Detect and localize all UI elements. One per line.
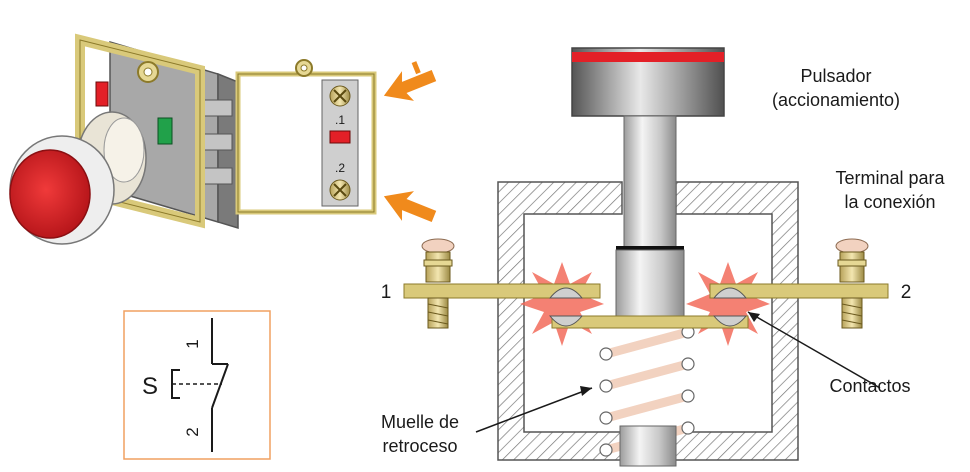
symbol-number-bottom: 2 — [183, 427, 202, 436]
contact-label-top: .1 — [335, 113, 345, 127]
contact-label-bottom: .2 — [335, 161, 345, 175]
orange-arrow-icon — [383, 191, 437, 223]
symbol-number-top: 1 — [183, 339, 202, 348]
contact-pad — [712, 287, 748, 299]
spring-label-line1: Muelle de — [381, 412, 459, 432]
terminal-label-line2: la conexión — [844, 192, 935, 212]
contact-block-schematic: .1 .2 — [235, 59, 377, 215]
red-button-face — [9, 149, 91, 239]
terminal-number-left: 1 — [381, 282, 392, 303]
orange-arrow-icon — [383, 61, 437, 101]
terminal-label-line1: Terminal para — [835, 168, 945, 188]
contacts-label: Contactos — [829, 376, 910, 396]
pushbutton-label-line2: (accionamiento) — [772, 90, 900, 110]
contact-pad — [548, 287, 584, 299]
terminal-number-right: 2 — [901, 282, 912, 303]
pushbutton-label-line1: Pulsador — [800, 66, 871, 86]
terminal-screw-icon — [421, 238, 455, 329]
fixed-contact-left — [403, 283, 601, 299]
terminal-screw-icon — [835, 238, 869, 329]
contact-pad — [712, 315, 748, 327]
red-contact-element — [329, 130, 351, 144]
contacts-leader — [747, 311, 881, 389]
plunger-shaft — [623, 115, 677, 249]
symbol-name: S — [142, 373, 158, 400]
housing — [497, 181, 799, 461]
pushbutton-3d-illustration — [9, 33, 239, 245]
pushbutton-cross-section — [403, 47, 889, 467]
spring-label-line2: retroceso — [382, 436, 457, 456]
red-contact-element — [95, 81, 109, 107]
green-contact-element — [157, 117, 173, 145]
electrical-symbol-box: S 1 2 — [123, 310, 271, 460]
fixed-contact-right — [709, 283, 889, 299]
spring-leader — [475, 387, 593, 433]
bottom-guide — [619, 425, 677, 467]
contact-pad — [548, 315, 584, 327]
moving-contact-bridge — [551, 315, 749, 329]
